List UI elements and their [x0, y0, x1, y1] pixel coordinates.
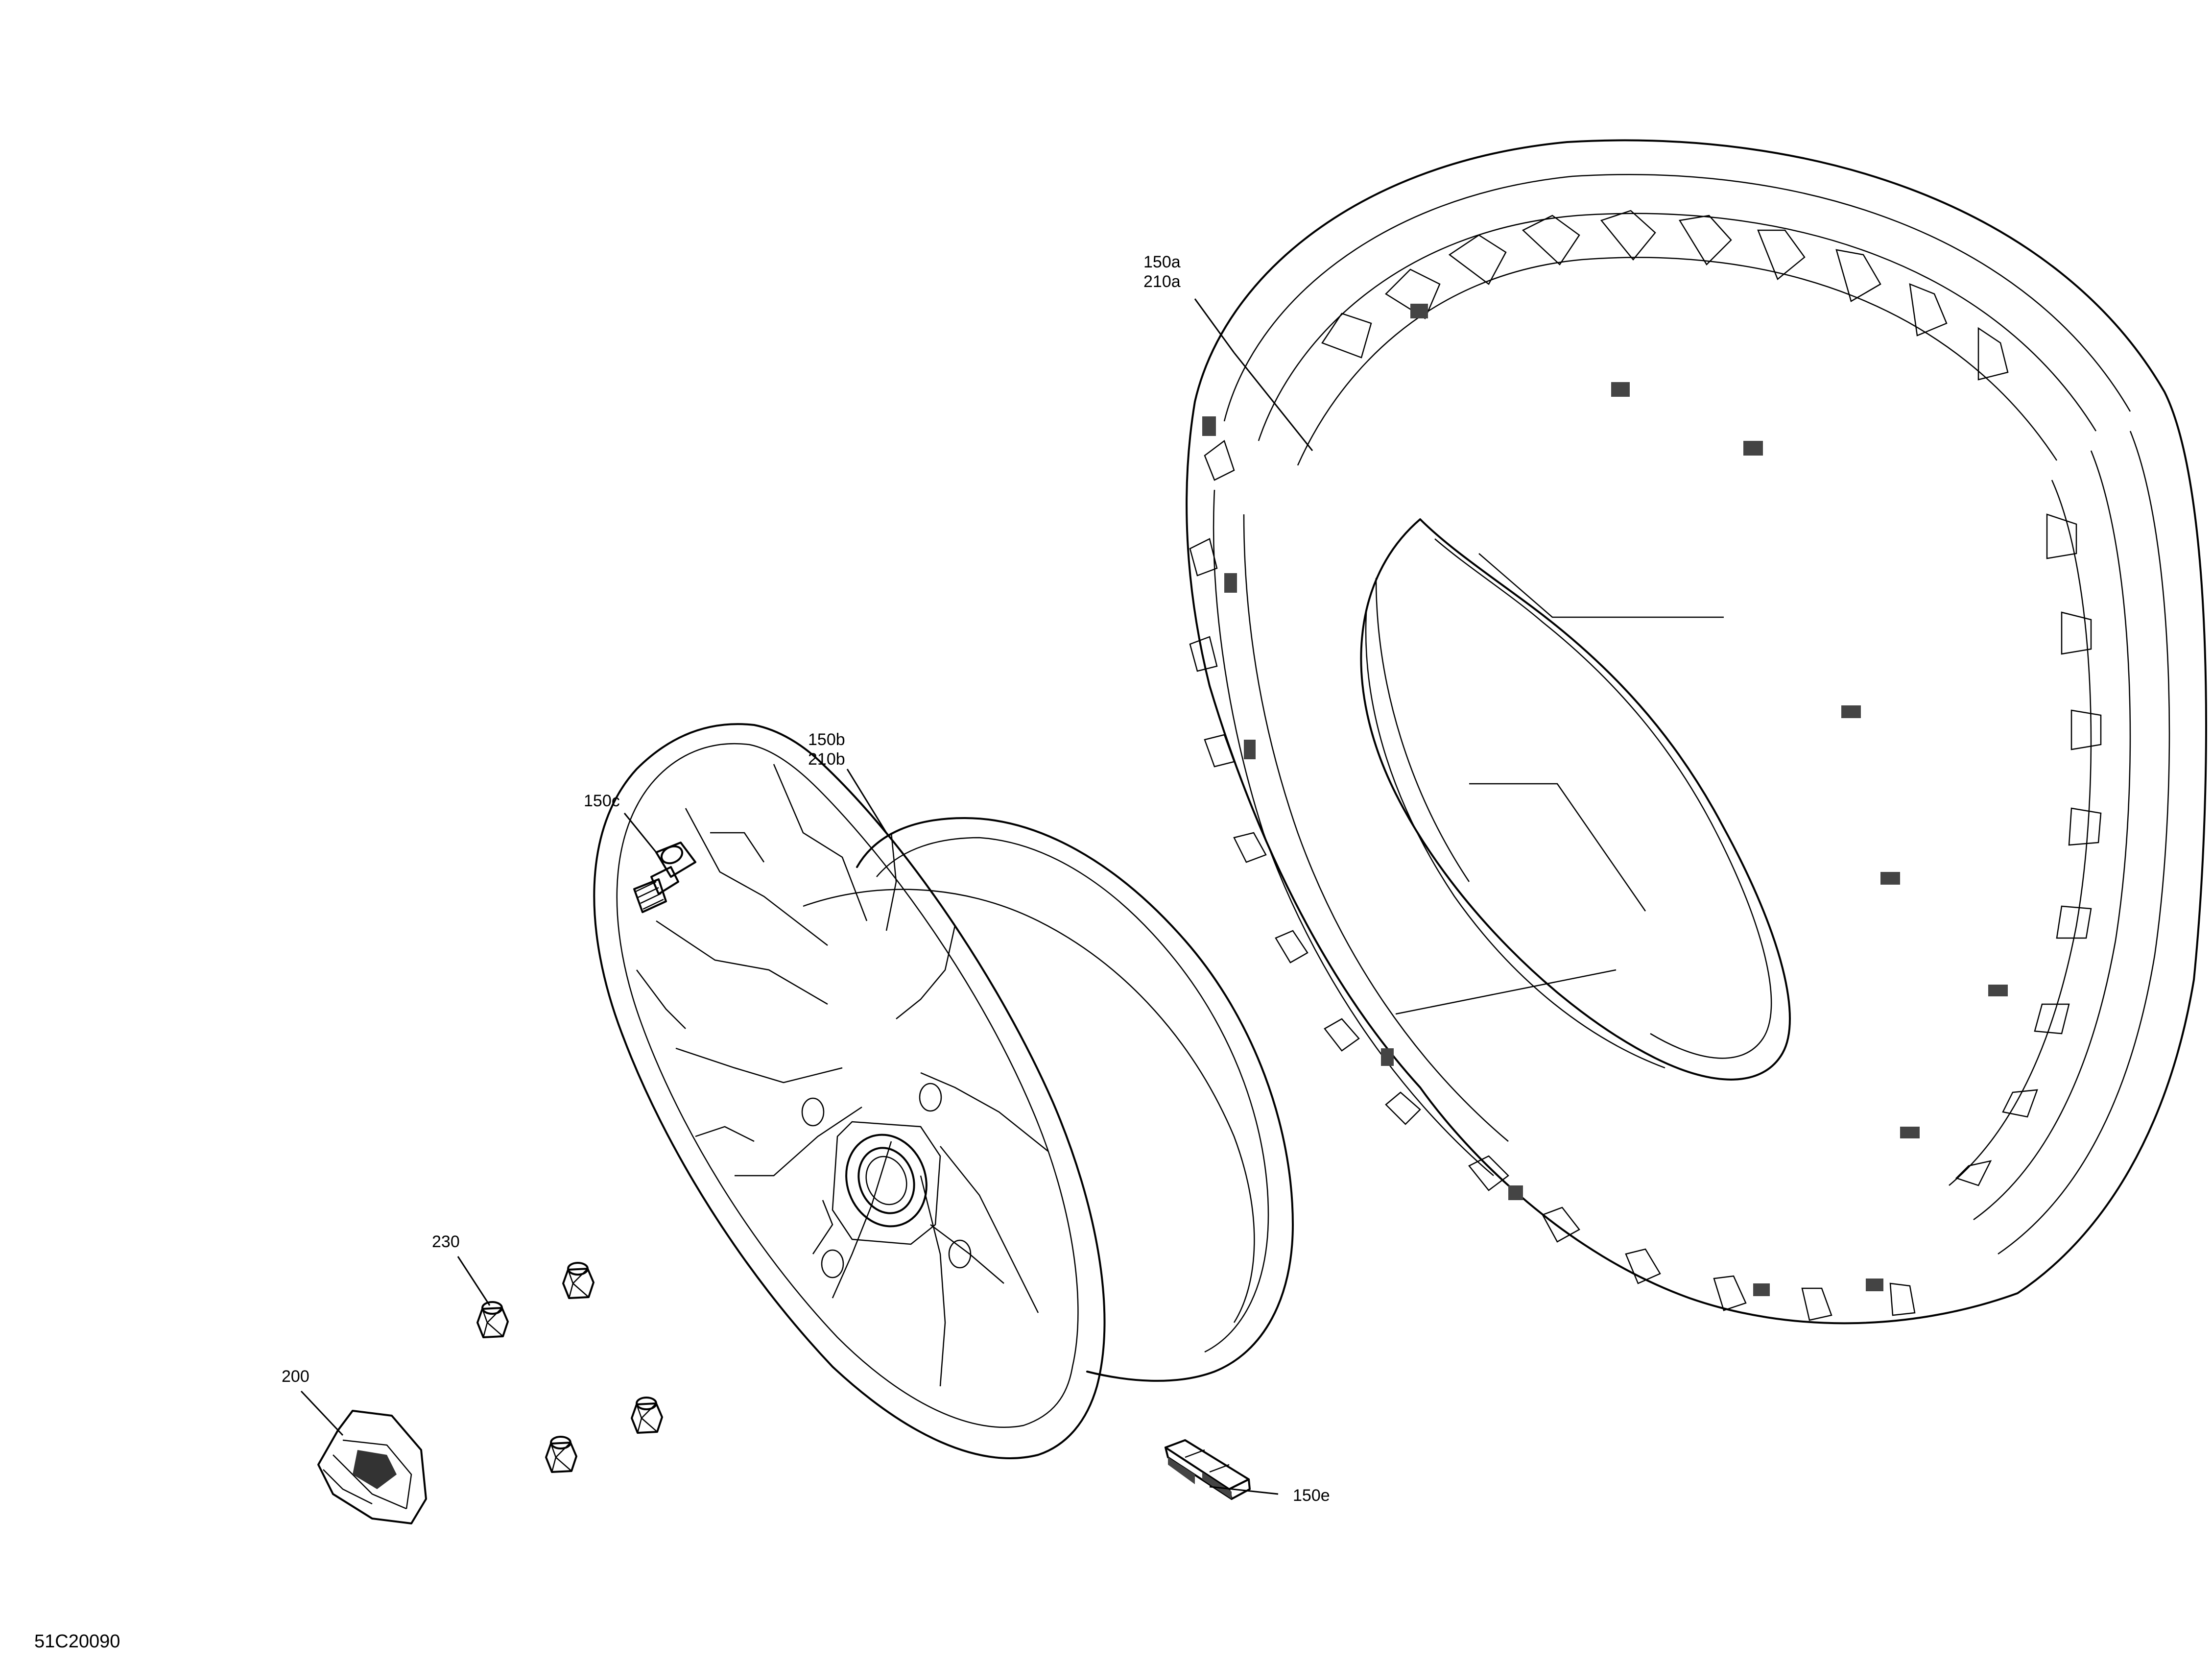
- callout-tire-210a: 210a: [1143, 272, 1181, 291]
- callout-tire-150a: 150a: [1143, 253, 1181, 271]
- callout-rim-150b: 150b: [808, 730, 845, 749]
- tire-icon[interactable]: [1186, 139, 2207, 1325]
- balance-weight-icon[interactable]: [1165, 1439, 1251, 1500]
- callout-lug-nut: 230: [432, 1232, 460, 1251]
- callout-balance-weight: 150e: [1293, 1486, 1330, 1505]
- reference-number: 51C20090: [34, 1631, 120, 1652]
- callout-center-cap: 200: [282, 1367, 309, 1386]
- callout-rim-210b: 210b: [808, 750, 845, 769]
- rim-icon[interactable]: [593, 723, 1294, 1459]
- valve-stem-icon[interactable]: [633, 842, 696, 913]
- callout-rim: 150b 210b: [808, 730, 845, 769]
- leader-lines: [300, 298, 1313, 1495]
- lug-nut-icon[interactable]: [476, 1262, 663, 1473]
- callout-tire: 150a 210a: [1143, 252, 1181, 291]
- center-cap-icon[interactable]: [317, 1410, 427, 1524]
- callout-valve-stem: 150c: [584, 792, 620, 810]
